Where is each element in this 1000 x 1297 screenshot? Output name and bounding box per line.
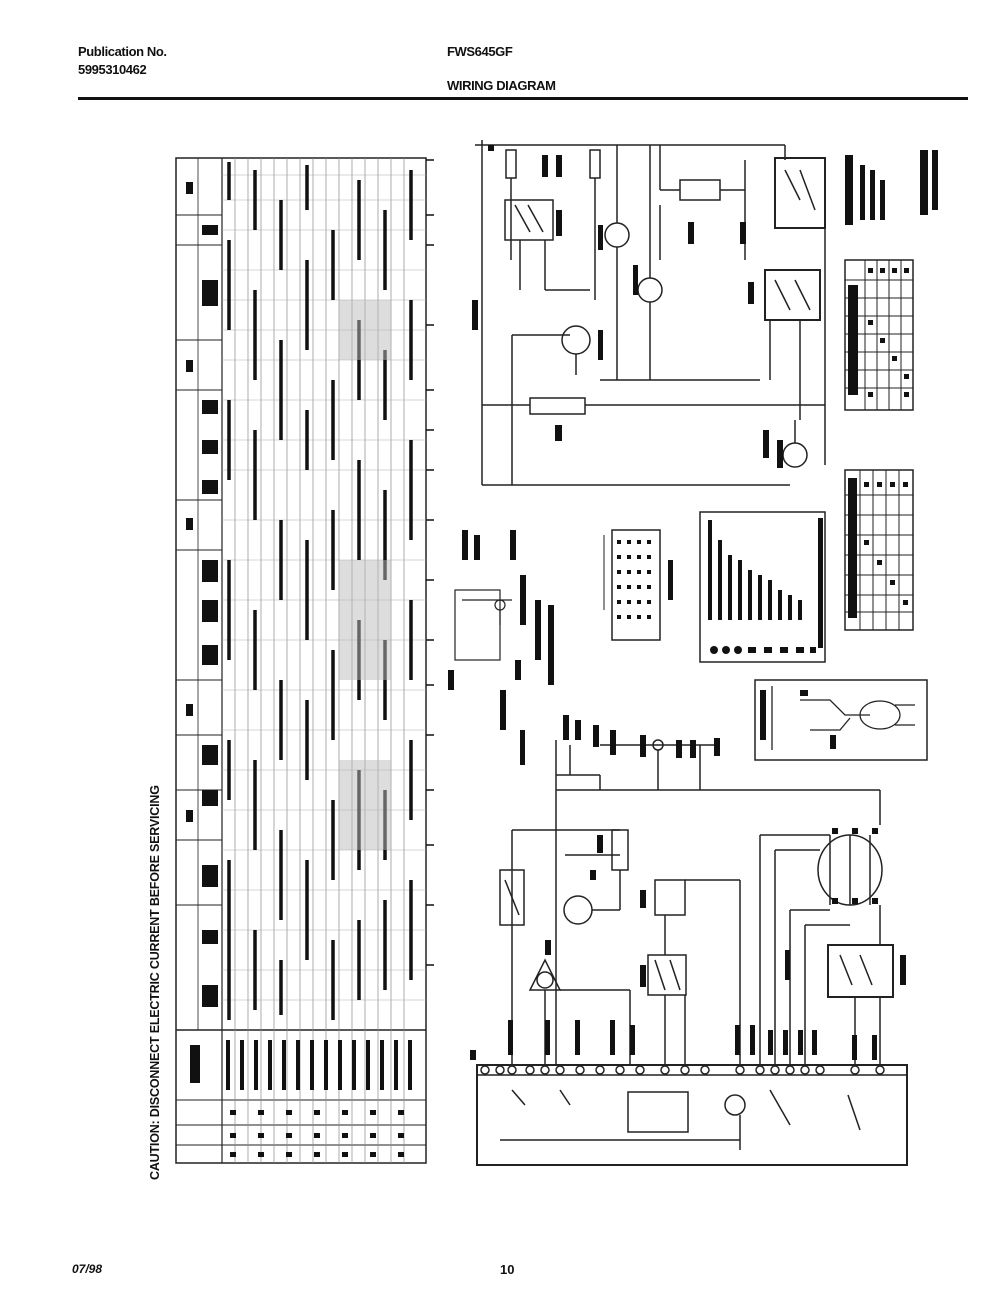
switch-detail [448,530,554,730]
page-number: 10 [500,1262,515,1277]
publication-number: 5995310462 [78,62,147,77]
connector-block [603,529,673,641]
table-upper [844,259,914,411]
upper-schematic [472,140,938,486]
footer-date: 07/98 [72,1262,103,1276]
lower-schematic [470,715,908,1166]
header-rule [78,97,968,100]
power-plug-diagram [754,679,928,761]
publication-label: Publication No. [78,44,167,59]
model-number: FWS645GF [447,44,513,59]
symbol-legend [699,511,826,663]
timer-chart [175,157,434,1164]
table-middle [844,469,914,631]
diagram-title: WIRING DIAGRAM [447,78,556,93]
